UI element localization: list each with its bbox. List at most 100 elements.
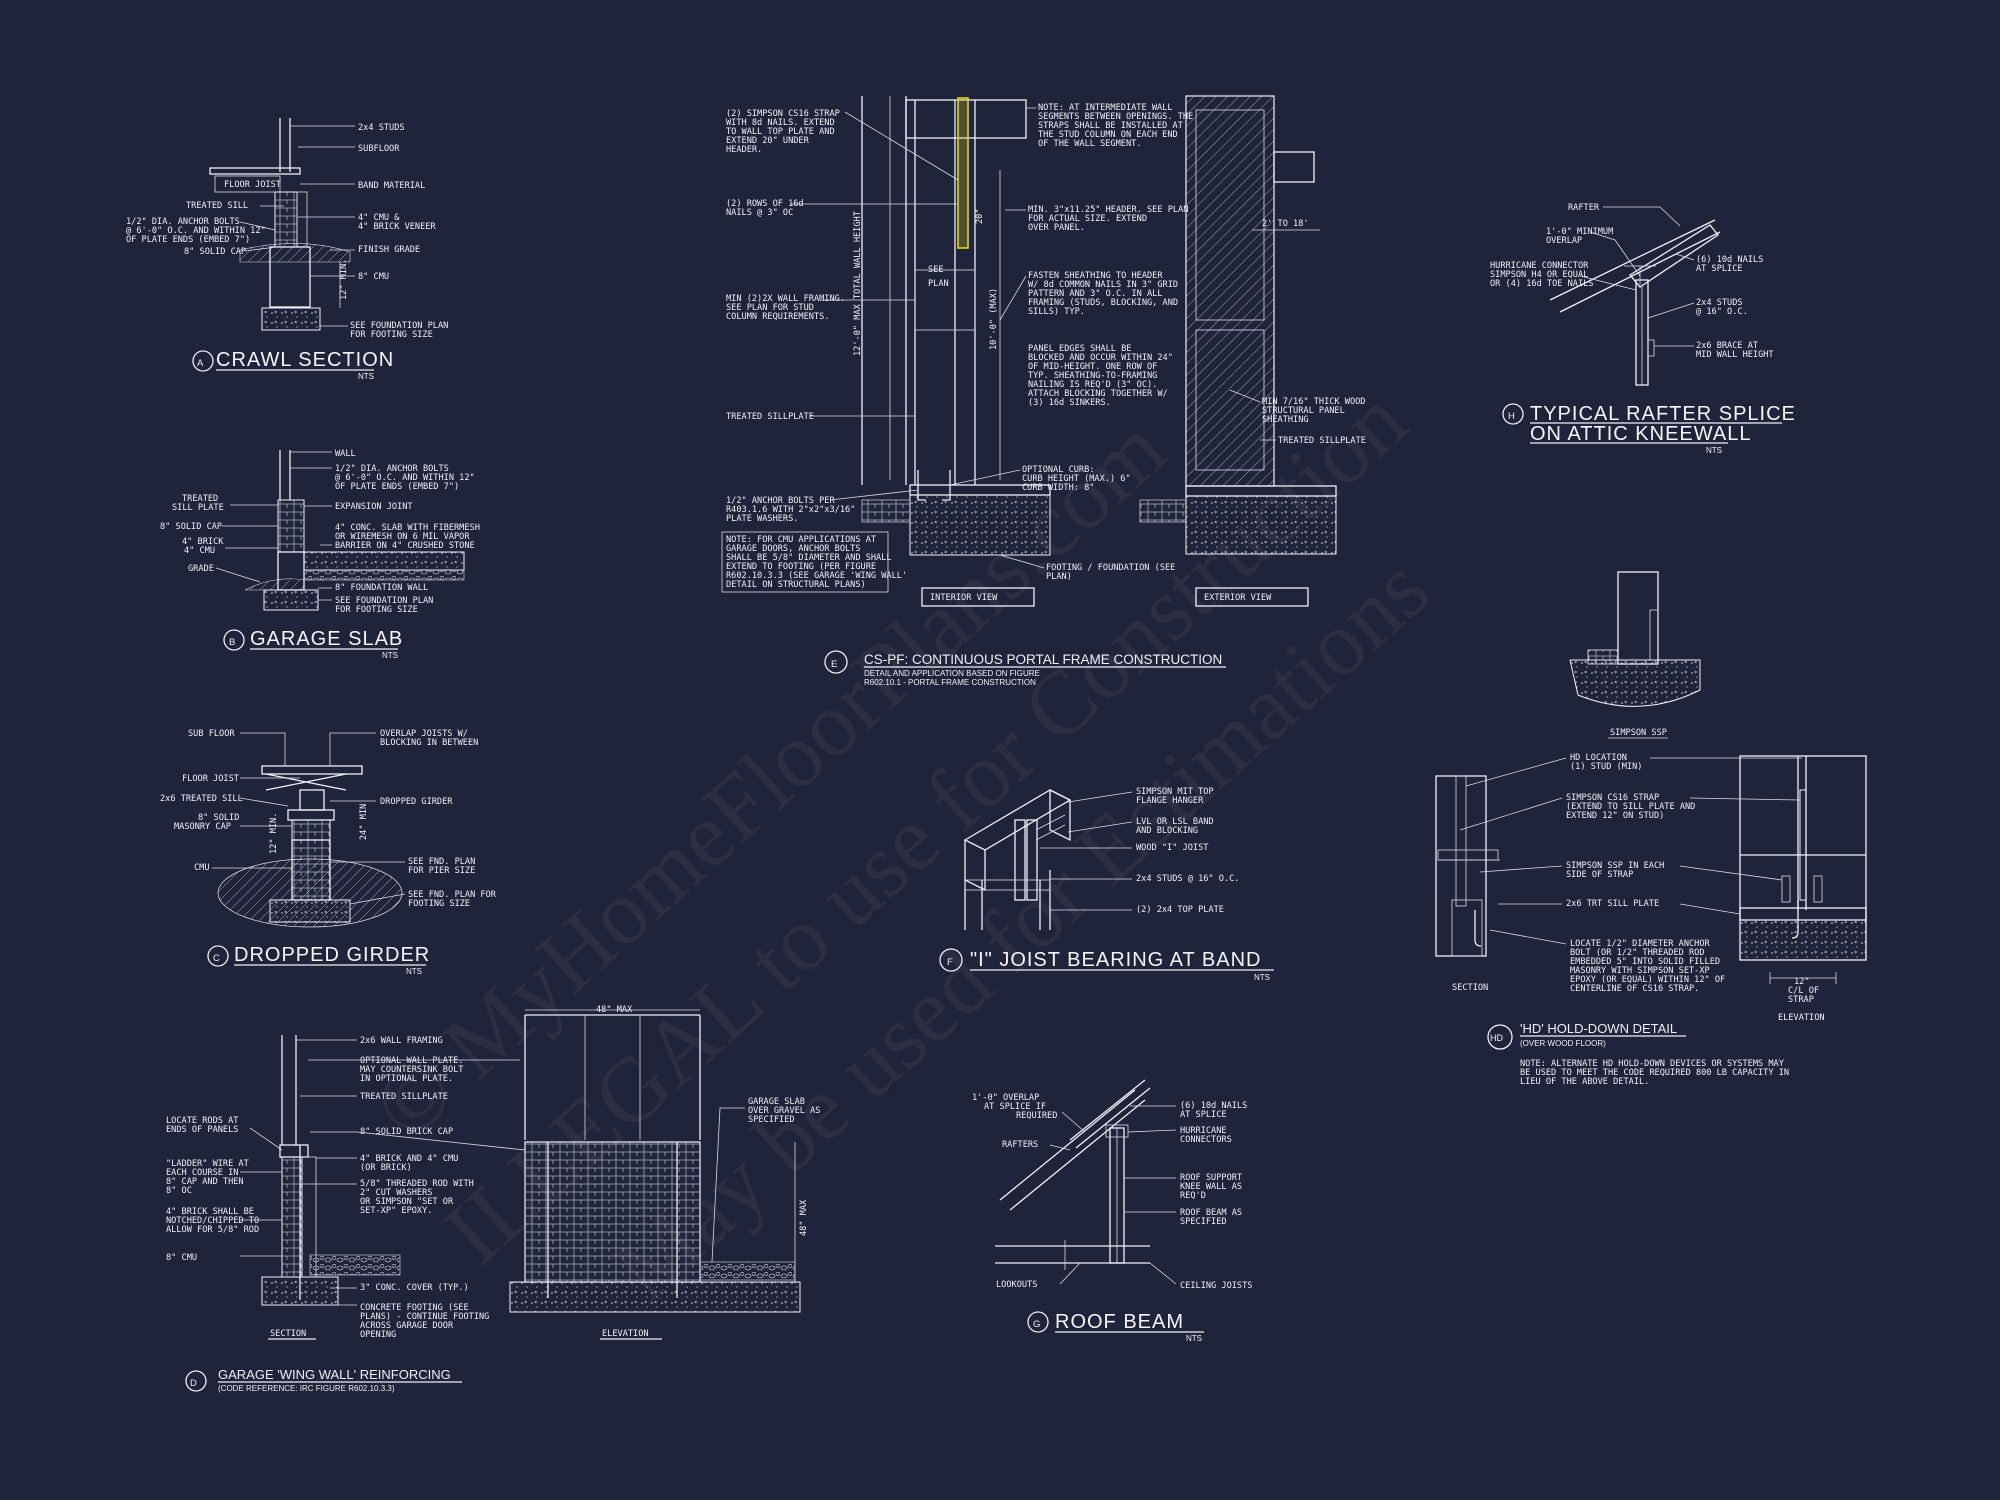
- note: SEE FND. PLAN FOR: [408, 890, 497, 900]
- note: SIMPSON SSP IN EACH: [1566, 861, 1664, 871]
- detail-d-section-label: SECTION: [270, 1329, 306, 1339]
- detail-d-elevation-label: ELEVATION: [602, 1329, 649, 1339]
- note: FOR FOOTING SIZE: [350, 330, 433, 340]
- note: NAILING IS REQ'D (3" OC).: [1028, 380, 1157, 390]
- note: NAILS @ 3" OC: [726, 208, 793, 218]
- note: FOOTING / FOUNDATION (SEE: [1046, 563, 1175, 573]
- note: KNEE WALL AS: [1180, 1182, 1242, 1192]
- note: HURRICANE: [1180, 1126, 1227, 1136]
- watermark: © MyHomeFloorPlans.com ILLEGAL to use fo…: [354, 369, 1448, 1321]
- note: 3" CONC. COVER (TYP.): [360, 1283, 469, 1293]
- note: PLATE WASHERS.: [726, 514, 798, 524]
- detail-b-drawing: [244, 450, 465, 611]
- note: C/L OF: [1788, 986, 1819, 996]
- detail-a-marker: [192, 350, 214, 372]
- note: 2" CUT WASHERS: [360, 1188, 432, 1198]
- note: 2x6 BRACE AT: [1696, 341, 1758, 351]
- note: 8" CMU: [166, 1253, 197, 1263]
- note: ALLOW FOR 5/8" ROD: [166, 1225, 259, 1235]
- note: THE STUD COLUMN ON EACH END: [1038, 130, 1178, 140]
- note: EXTEND TO FOOTING (PER FIGURE: [726, 562, 876, 572]
- note: 8" SOLID CAP: [160, 522, 222, 532]
- detail-b-leaders: [215, 451, 332, 601]
- note: 12" MIN.: [339, 259, 349, 300]
- detail-a-nts: NTS: [358, 372, 374, 381]
- detail-c-letter: C: [213, 953, 220, 964]
- note: ROOF SUPPORT: [1180, 1173, 1242, 1183]
- note: STRUCTURAL PANEL: [1262, 406, 1345, 416]
- note: FLANGE HANGER: [1136, 796, 1204, 806]
- detail-c-leaders: [212, 732, 406, 905]
- note: HD LOCATION: [1570, 753, 1627, 763]
- detail-c-title: DROPPED GIRDER: [234, 944, 430, 966]
- note: MASONRY WITH SIMPSON SET-XP: [1570, 966, 1710, 976]
- note: MIN. 3"x11.25" HEADER. SEE PLAN: [1028, 205, 1188, 215]
- detail-d-section-drawing: [261, 1035, 401, 1306]
- detail-f-title: "I" JOIST BEARING AT BAND: [970, 949, 1261, 971]
- note: 8" SOLID: [198, 813, 239, 823]
- detail-h-marker: [1502, 403, 1524, 425]
- note: OPTIONAL WALL PLATE.: [360, 1056, 463, 1066]
- note: CURB HEIGHT (MAX.) 6": [1022, 474, 1131, 484]
- note: EMBEDDED 5" INTO SOLID FILLED: [1570, 957, 1720, 967]
- note: AT SPLICE: [1180, 1110, 1227, 1120]
- detail-a-drawing: [209, 118, 351, 331]
- detail-d-elevation-drawing: [509, 1009, 801, 1313]
- detail-c-drawing: [217, 765, 403, 928]
- note: TYP. SHEATHING-TO-FRAMING: [1028, 371, 1157, 381]
- detail-a-letter: A: [197, 358, 204, 369]
- note: FOR PIER SIZE: [408, 866, 475, 876]
- note: AT SPLICE IF: [984, 1102, 1046, 1112]
- note: PANEL EDGES SHALL BE: [1028, 344, 1131, 354]
- detail-e-interior-view: [861, 96, 1051, 607]
- note: (2) ROWS OF 16d: [726, 199, 804, 209]
- detail-g-leaders: [1049, 1105, 1177, 1285]
- note: WALL: [335, 449, 356, 459]
- detail-a-title: CRAWL SECTION: [216, 349, 394, 371]
- detail-f-letter: F: [947, 957, 953, 968]
- detail-hd-simpson-ssp-drawing: SIMPSON SSP: [1569, 571, 1701, 739]
- note: FRAMING (STUDS, BLOCKING, AND: [1028, 298, 1178, 308]
- note: OR WIREMESH ON 6 MIL VAPOR: [335, 532, 470, 542]
- note: 4" CMU &: [358, 213, 400, 223]
- note: OF PLATE ENDS (EMBED 7"): [126, 235, 250, 245]
- detail-e-interior-view-box: [921, 587, 1035, 607]
- note: 4" BRICK: [182, 537, 224, 547]
- note: REQUIRED: [1016, 1111, 1057, 1121]
- detail-e-cmu-note-box: [721, 531, 889, 593]
- note: AND BLOCKING: [1136, 826, 1198, 836]
- note: MAY COUNTERSINK BOLT: [360, 1065, 463, 1075]
- detail-h-letter: H: [1508, 411, 1515, 422]
- note: @ 6'-0" O.C. AND WITHIN 12": [335, 473, 475, 483]
- detail-c-nts: NTS: [406, 967, 422, 976]
- note: ACROSS GARAGE DOOR: [360, 1321, 454, 1331]
- note: STRAPS SHALL BE INSTALLED AT: [1038, 121, 1183, 131]
- detail-e-leaders: [790, 107, 1320, 569]
- detail-c-notes: SUB FLOOR OVERLAP JOISTS W/ BLOCKING IN …: [160, 729, 497, 909]
- note: GRADE: [188, 564, 214, 574]
- detail-a-notes: 2x4 STUDS SUBFLOOR FLOOR JOIST BAND MATE…: [126, 123, 448, 340]
- note: SEE FND. PLAN: [408, 857, 475, 867]
- note: STRAP: [1788, 995, 1814, 1005]
- note: 8" OC: [166, 1186, 192, 1196]
- note: SPECIFIED: [748, 1115, 795, 1125]
- note: ENDS OF PANELS: [166, 1125, 238, 1135]
- detail-hd-hold-down: SIMPSON SSP HD LOCATION (1) STUD: [1435, 571, 1867, 1087]
- note: EACH COURSE IN: [166, 1168, 238, 1178]
- detail-hd-note-line-1: NOTE: ALTERNATE HD HOLD-DOWN DEVICES OR …: [1520, 1059, 1785, 1069]
- note: W/ 8d COMMON NAILS IN 3" GRID: [1028, 280, 1178, 290]
- note: TREATED SILLPLATE: [360, 1092, 448, 1102]
- note: SEE PLAN FOR STUD: [726, 303, 814, 313]
- note: TO WALL TOP PLATE AND: [726, 127, 835, 137]
- detail-f-marker: [939, 948, 963, 972]
- note: 2x4 STUDS @ 16" O.C.: [1136, 874, 1239, 884]
- note: OR (4) 16d TOE NAILS: [1490, 279, 1593, 289]
- detail-e-marker: [824, 650, 848, 674]
- note: "LADDER" WIRE AT: [166, 1159, 249, 1169]
- detail-h-drawing: [1549, 219, 1721, 386]
- note: WOOD "I" JOIST: [1136, 843, 1208, 853]
- note: OVERLAP JOISTS W/: [380, 729, 468, 739]
- detail-h-nts: NTS: [1706, 446, 1722, 455]
- note: 1'-0" MINIMUM: [1546, 227, 1613, 237]
